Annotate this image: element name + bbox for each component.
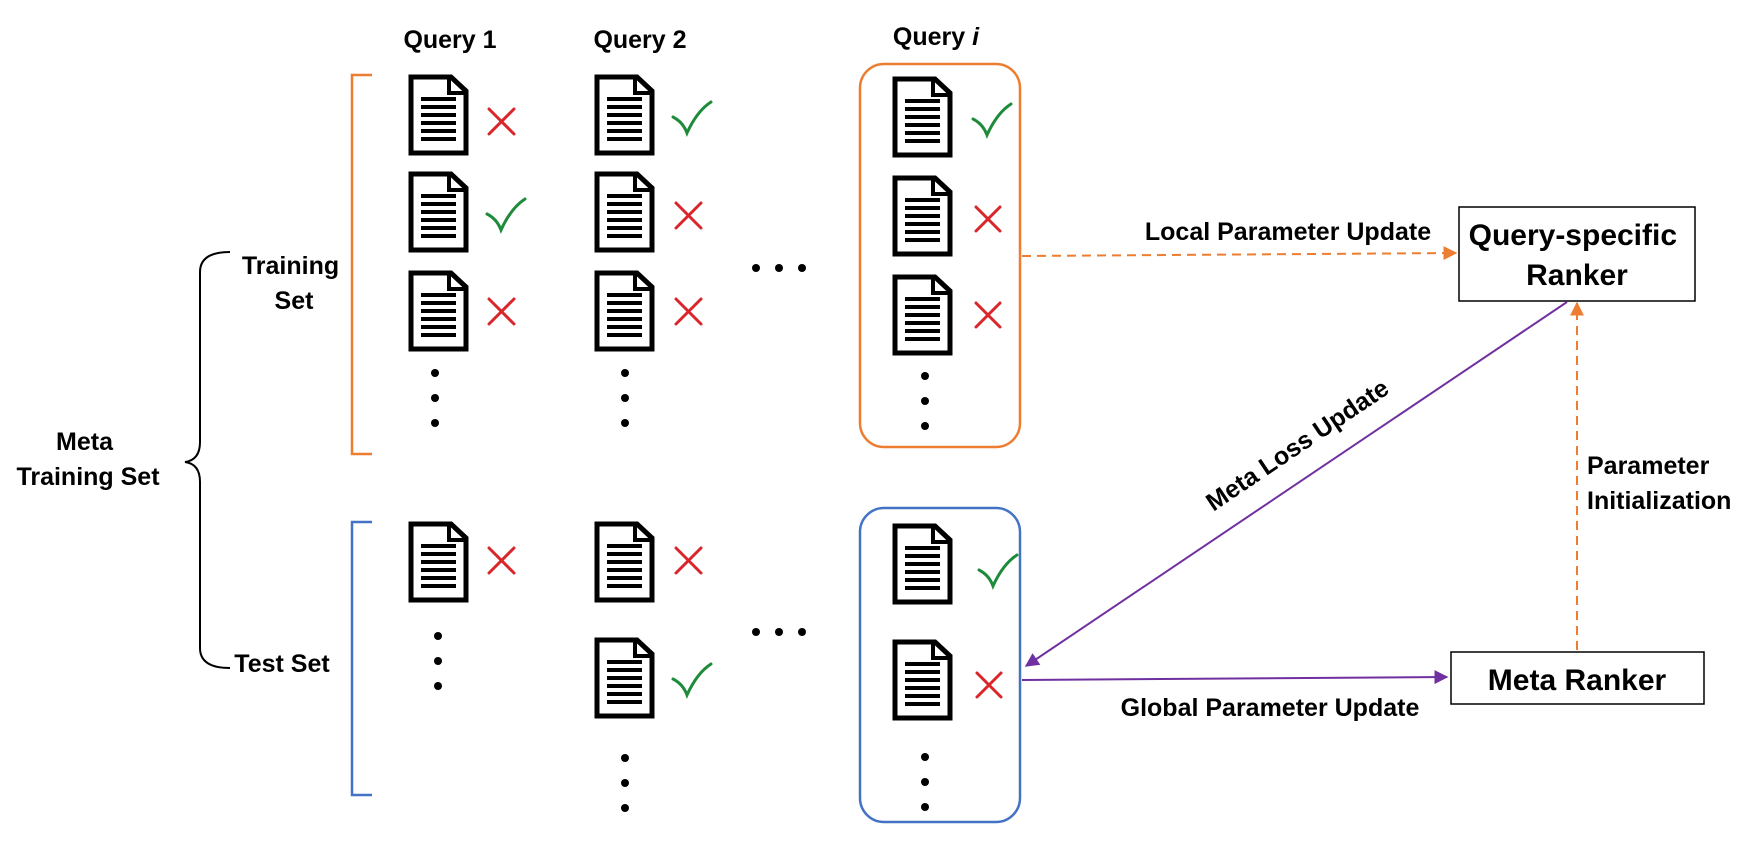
check-icon (485, 197, 527, 234)
wrong-icon (674, 297, 703, 326)
test-set-label: Test Set (234, 650, 330, 678)
vertical-ellipsis (621, 369, 629, 427)
parameter-init-line1: Parameter (1587, 452, 1710, 480)
training-set-label: Training Set (242, 252, 346, 315)
query-1-header: Query 1 (403, 26, 496, 54)
wrong-icon (487, 297, 516, 326)
wrong-icon (975, 671, 1003, 699)
training-document-q2-r3 (597, 273, 652, 349)
query-i-prefix: Query (893, 23, 972, 51)
check-icon (671, 662, 713, 699)
local-update-arrow (1021, 246, 1458, 261)
check-icon (671, 100, 713, 137)
wrong-icon (974, 205, 1002, 233)
wrong-icon (674, 546, 703, 575)
wrong-icon (487, 107, 516, 136)
test-document-qi-r1 (895, 526, 950, 602)
training-set-bracket (350, 73, 372, 456)
test-document-qi-r2 (895, 642, 950, 718)
training-document-q1-r1 (411, 77, 466, 153)
global-update-label: Global Parameter Update (1121, 694, 1420, 722)
meta-training-set-line2: Training Set (16, 463, 160, 491)
training-document-qi-r3 (895, 277, 950, 353)
query-i-test-box (858, 506, 1022, 824)
wrong-icon (974, 301, 1002, 329)
training-document-qi-r1 (895, 79, 950, 155)
parameter-init-label: Parameter Initialization (1587, 452, 1731, 515)
test-document-q2-r1 (597, 524, 652, 600)
query-specific-ranker-line2: Ranker (1526, 259, 1628, 292)
query-i-training-box (858, 62, 1022, 449)
check-icon (971, 102, 1013, 139)
training-set-line2: Set (275, 287, 315, 315)
training-document-q1-r2 (411, 174, 466, 250)
wrong-icon (487, 546, 516, 575)
meta-training-set-line1: Meta (56, 428, 114, 456)
horizontal-ellipsis (752, 264, 806, 272)
training-document-q2-r2 (597, 174, 652, 250)
meta-ranker-label: Meta Ranker (1488, 664, 1667, 697)
check-icon (977, 553, 1019, 590)
query-specific-ranker-line1: Query-specific (1469, 219, 1677, 252)
wrong-icon (674, 201, 703, 230)
vertical-ellipsis (431, 369, 439, 427)
test-set-bracket (350, 520, 372, 797)
query-i-header: Query i (893, 23, 980, 51)
query-2-header: Query 2 (593, 26, 686, 54)
vertical-ellipsis (621, 754, 629, 812)
query-i-suffix: i (972, 23, 980, 51)
parameter-init-line2: Initialization (1587, 487, 1731, 515)
meta-ranker-box (1450, 651, 1705, 705)
query-specific-ranker-box (1458, 206, 1696, 302)
meta-loss-label: Meta Loss Update (1201, 374, 1394, 517)
test-document-q2-r2 (597, 640, 652, 716)
vertical-ellipsis (921, 372, 929, 430)
meta-set-brace (184, 251, 231, 669)
meta-loss-arrow (1024, 301, 1568, 667)
horizontal-ellipsis (752, 628, 806, 636)
vertical-ellipsis (434, 632, 442, 690)
query-specific-ranker-label: Query-specific Ranker (1469, 219, 1686, 292)
local-update-label: Local Parameter Update (1145, 218, 1431, 246)
vertical-ellipsis (921, 753, 929, 811)
training-document-q1-r3 (411, 273, 466, 349)
global-update-arrow (1021, 670, 1449, 685)
test-document-q1-r1 (411, 524, 466, 600)
training-document-qi-r2 (895, 178, 950, 254)
training-document-q2-r1 (597, 77, 652, 153)
training-set-line1: Training (242, 252, 339, 280)
meta-training-set-label: Meta Training Set (16, 428, 160, 491)
